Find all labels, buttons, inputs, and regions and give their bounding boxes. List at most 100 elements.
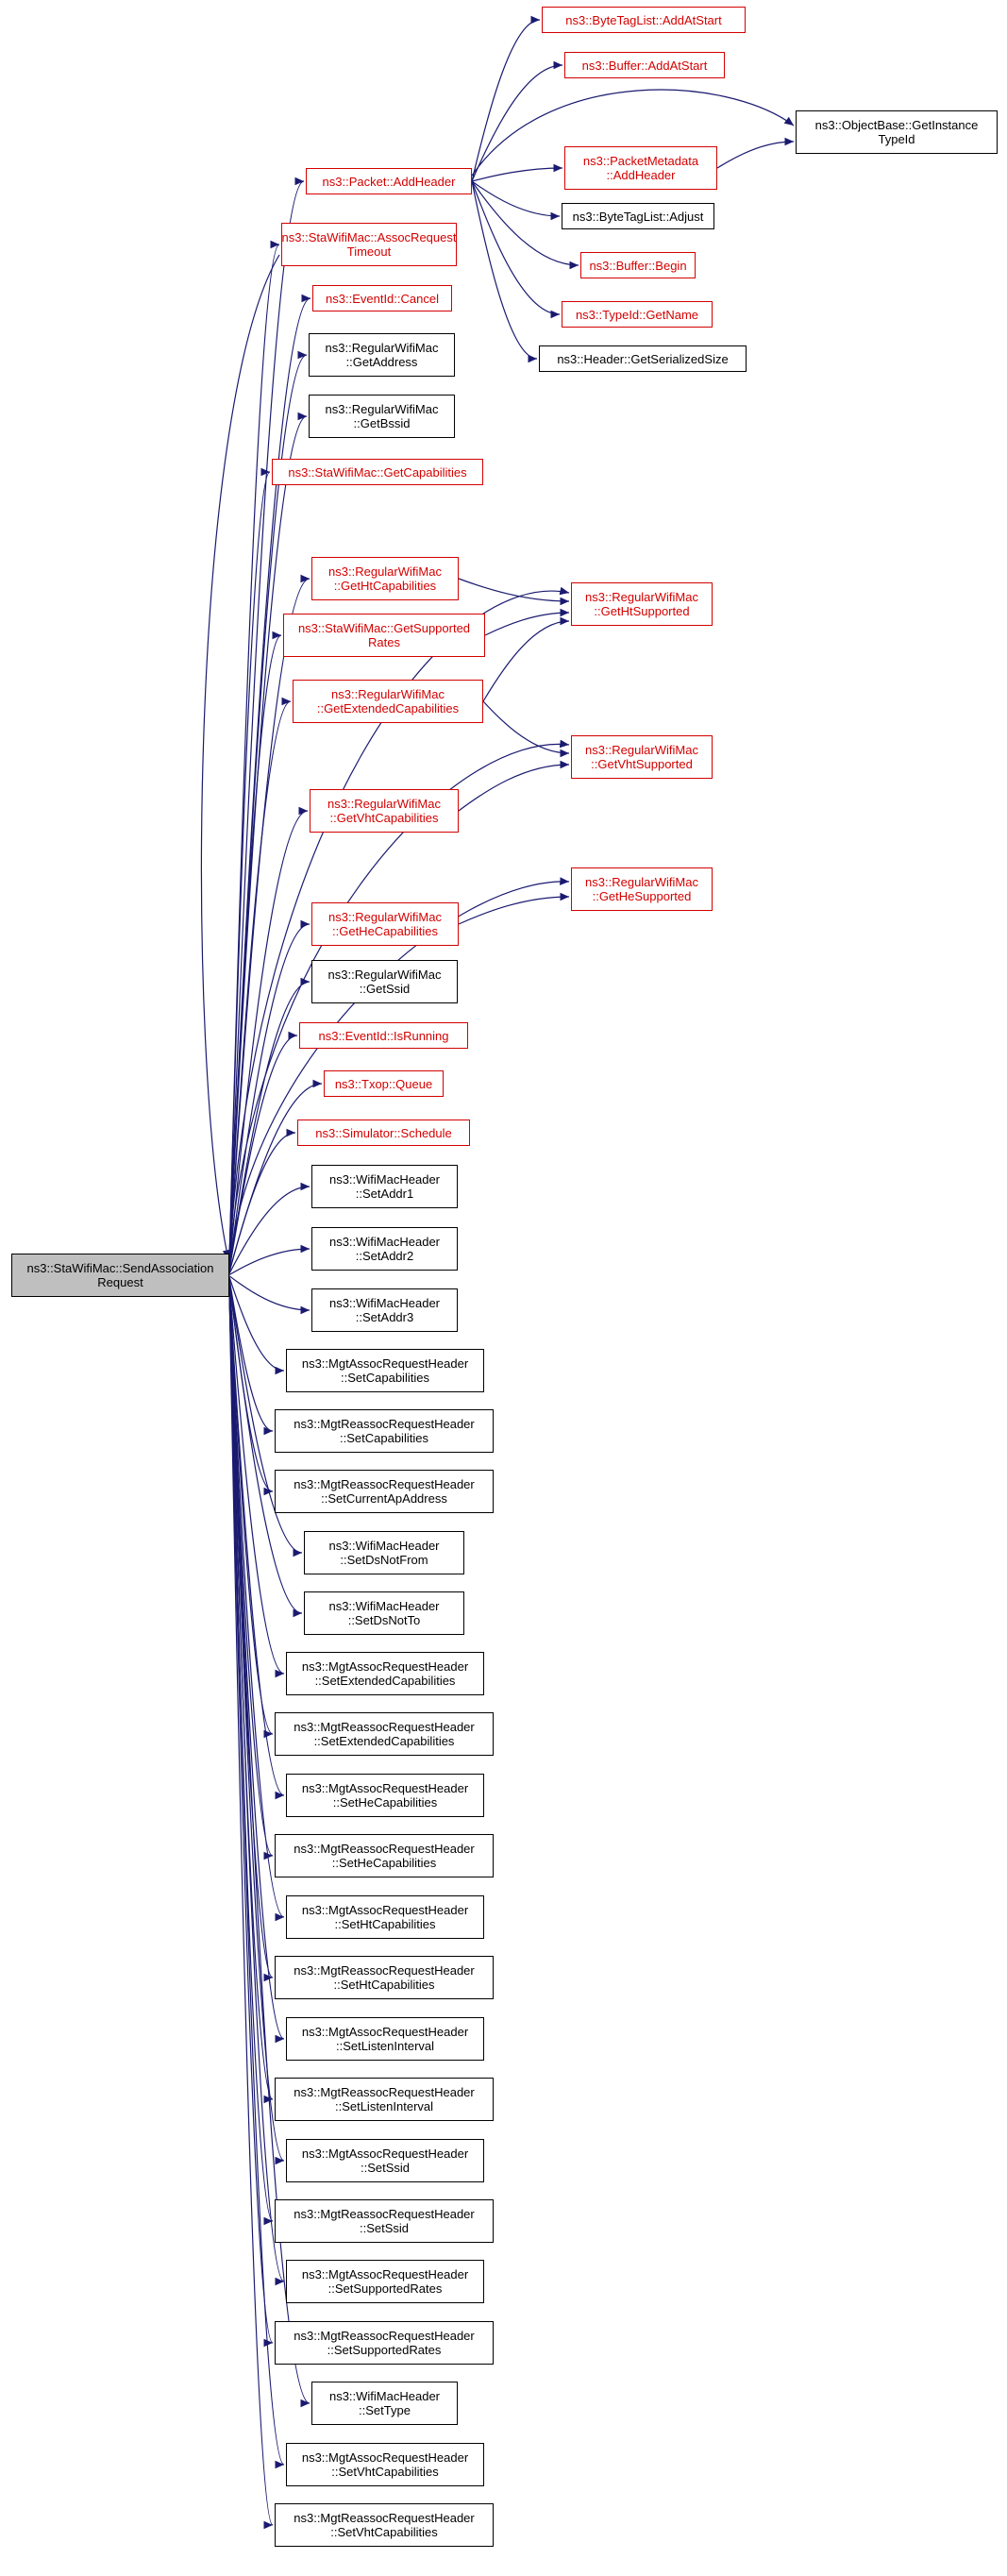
node-label: ::SetAddr1 [355, 1187, 414, 1201]
node-reassoc_set_vht_capabilities[interactable]: ns3::MgtReassocRequestHeader::SetVhtCapa… [275, 2503, 494, 2547]
node-typeid_get_name[interactable]: ns3::TypeId::GetName [562, 301, 713, 328]
node-label: Request [97, 1275, 143, 1289]
node-label: ns3::TypeId::GetName [575, 307, 699, 322]
edge-packetmetadata_add_header-objectbase_get_instance_type_id [716, 137, 795, 169]
node-label: ns3::StaWifiMac::SendAssociation [26, 1261, 214, 1275]
node-reassoc_set_he_capabilities[interactable]: ns3::MgtReassocRequestHeader::SetHeCapab… [275, 1834, 494, 1877]
node-label: ::AddHeader [606, 168, 676, 182]
node-assoc_set_supported_rates[interactable]: ns3::MgtAssocRequestHeader::SetSupported… [286, 2260, 484, 2303]
edge-get_extended_capabilities-get_vht_supported [482, 700, 570, 758]
edge-get_extended_capabilities-get_ht_supported [482, 616, 570, 702]
node-label: ns3::MgtReassocRequestHeader [294, 1477, 475, 1491]
node-set_ds_not_to[interactable]: ns3::WifiMacHeader::SetDsNotTo [304, 1591, 464, 1635]
node-label: ns3::RegularWifiMac [327, 797, 441, 811]
node-label: ::GetHtCapabilities [333, 579, 437, 593]
node-assoc_set_he_capabilities[interactable]: ns3::MgtAssocRequestHeader::SetHeCapabil… [286, 1774, 484, 1817]
node-label: ::SetSupportedRates [327, 2343, 442, 2357]
node-get_capabilities[interactable]: ns3::StaWifiMac::GetCapabilities [272, 459, 483, 485]
node-assoc_set_extended_capabilities[interactable]: ns3::MgtAssocRequestHeader::SetExtendedC… [286, 1652, 484, 1695]
edge-get_ht_capabilities-get_ht_supported [458, 578, 570, 606]
node-txop_queue[interactable]: ns3::Txop::Queue [324, 1070, 444, 1097]
node-buffer_begin[interactable]: ns3::Buffer::Begin [580, 252, 696, 278]
node-simulator_schedule[interactable]: ns3::Simulator::Schedule [297, 1120, 470, 1146]
node-assoc_set_listen_interval[interactable]: ns3::MgtAssocRequestHeader::SetListenInt… [286, 2017, 484, 2061]
node-label: ns3::Buffer::Begin [589, 258, 687, 273]
edge-packet_add_header-buffer_add_at_start [471, 60, 563, 182]
node-label: ns3::RegularWifiMac [331, 687, 445, 701]
node-label: ::SetVhtCapabilities [330, 2525, 438, 2539]
node-label: ::SetSupportedRates [327, 2281, 443, 2296]
node-reassoc_set_ssid[interactable]: ns3::MgtReassocRequestHeader::SetSsid [275, 2199, 494, 2243]
node-set_addr1[interactable]: ns3::WifiMacHeader::SetAddr1 [311, 1165, 458, 1208]
node-get_bssid[interactable]: ns3::RegularWifiMac::GetBssid [309, 395, 455, 438]
node-label: ::GetHeCapabilities [332, 924, 438, 938]
node-header_get_serialized_size[interactable]: ns3::Header::GetSerializedSize [539, 345, 747, 372]
node-get_ht_supported[interactable]: ns3::RegularWifiMac::GetHtSupported [571, 582, 713, 626]
node-reassoc_set_capabilities[interactable]: ns3::MgtReassocRequestHeader::SetCapabil… [275, 1409, 494, 1453]
node-label: ::SetDsNotFrom [340, 1553, 428, 1567]
edge-root-simulator_schedule [228, 1128, 296, 1273]
node-label: ns3::RegularWifiMac [328, 910, 442, 924]
node-get_he_capabilities[interactable]: ns3::RegularWifiMac::GetHeCapabilities [311, 902, 459, 946]
edge-root-assoc_set_capabilities [228, 1276, 285, 1375]
node-label: ns3::WifiMacHeader [328, 1235, 441, 1249]
node-reassoc_set_current_ap_address[interactable]: ns3::MgtReassocRequestHeader::SetCurrent… [275, 1470, 494, 1513]
node-label: ns3::MgtReassocRequestHeader [294, 2511, 475, 2525]
node-label: ::GetVhtCapabilities [329, 811, 439, 825]
edge-root-eventid_is_running [228, 1031, 298, 1271]
node-reassoc_set_supported_rates[interactable]: ns3::MgtReassocRequestHeader::SetSupport… [275, 2321, 494, 2365]
node-packetmetadata_add_header[interactable]: ns3::PacketMetadata::AddHeader [564, 146, 717, 190]
node-reassoc_set_listen_interval[interactable]: ns3::MgtReassocRequestHeader::SetListenI… [275, 2078, 494, 2121]
edge-root-get_extended_capabilities [228, 697, 292, 1266]
node-set_ds_not_from[interactable]: ns3::WifiMacHeader::SetDsNotFrom [304, 1531, 464, 1574]
node-bytetaglist_adjust[interactable]: ns3::ByteTagList::Adjust [562, 203, 714, 229]
node-label: ::SetCapabilities [340, 1431, 428, 1445]
node-label: ::SetHtCapabilities [334, 1917, 436, 1931]
node-reassoc_set_extended_capabilities[interactable]: ns3::MgtReassocRequestHeader::SetExtende… [275, 1712, 494, 1756]
edge-packet_add_header-bytetaglist_adjust [471, 180, 561, 221]
node-get_he_supported[interactable]: ns3::RegularWifiMac::GetHeSupported [571, 867, 713, 911]
node-bytetaglist_add_at_start[interactable]: ns3::ByteTagList::AddAtStart [542, 7, 746, 33]
node-label: ns3::MgtReassocRequestHeader [294, 2085, 475, 2099]
node-assoc_set_vht_capabilities[interactable]: ns3::MgtAssocRequestHeader::SetVhtCapabi… [286, 2443, 484, 2486]
node-reassoc_set_ht_capabilities[interactable]: ns3::MgtReassocRequestHeader::SetHtCapab… [275, 1956, 494, 1999]
node-assoc_set_capabilities[interactable]: ns3::MgtAssocRequestHeader::SetCapabilit… [286, 1349, 484, 1392]
node-get_vht_capabilities[interactable]: ns3::RegularWifiMac::GetVhtCapabilities [310, 789, 459, 833]
node-label: ns3::Packet::AddHeader [322, 174, 456, 189]
node-label: ::SetDsNotTo [347, 1613, 421, 1627]
node-label: ns3::WifiMacHeader [328, 1172, 441, 1187]
node-label: ns3::Buffer::AddAtStart [581, 58, 708, 73]
node-set_type[interactable]: ns3::WifiMacHeader::SetType [311, 2382, 458, 2425]
node-get_extended_capabilities[interactable]: ns3::RegularWifiMac::GetExtendedCapabili… [293, 680, 483, 723]
edge-root-get_he_capabilities [228, 919, 310, 1270]
node-get_vht_supported[interactable]: ns3::RegularWifiMac::GetVhtSupported [571, 735, 713, 779]
node-get_ht_capabilities[interactable]: ns3::RegularWifiMac::GetHtCapabilities [311, 557, 459, 600]
node-packet_add_header[interactable]: ns3::Packet::AddHeader [306, 168, 472, 194]
node-label: ns3::RegularWifiMac [325, 402, 439, 416]
node-buffer_add_at_start[interactable]: ns3::Buffer::AddAtStart [564, 52, 725, 78]
node-label: Rates [368, 635, 400, 649]
node-label: ns3::MgtAssocRequestHeader [301, 1781, 469, 1795]
node-label: ns3::Header::GetSerializedSize [557, 351, 729, 366]
node-get_address[interactable]: ns3::RegularWifiMac::GetAddress [309, 333, 455, 377]
node-label: ::SetType [359, 2403, 411, 2417]
edge-packet_add_header-typeid_get_name [471, 180, 561, 319]
node-eventid_cancel[interactable]: ns3::EventId::Cancel [312, 285, 452, 311]
edge-get_supported_rates-get_ht_supported [484, 608, 570, 636]
edge-packet_add_header-packetmetadata_add_header [471, 163, 563, 182]
node-set_addr3[interactable]: ns3::WifiMacHeader::SetAddr3 [311, 1288, 458, 1332]
edge-root-reassoc_set_extended_capabilities [228, 1283, 274, 1739]
node-set_addr2[interactable]: ns3::WifiMacHeader::SetAddr2 [311, 1227, 458, 1271]
node-label: ::GetHtSupported [594, 604, 690, 618]
node-assoc_set_ssid[interactable]: ns3::MgtAssocRequestHeader::SetSsid [286, 2139, 484, 2182]
edge-packet_add_header-header_get_serialized_size [471, 180, 538, 363]
node-label: ns3::Txop::Queue [334, 1076, 433, 1091]
node-label: ns3::MgtReassocRequestHeader [294, 1720, 475, 1734]
node-eventid_is_running[interactable]: ns3::EventId::IsRunning [299, 1022, 468, 1049]
node-label: ns3::MgtReassocRequestHeader [294, 2207, 475, 2221]
node-get_ssid[interactable]: ns3::RegularWifiMac::GetSsid [311, 960, 458, 1003]
node-assoc_set_ht_capabilities[interactable]: ns3::MgtAssocRequestHeader::SetHtCapabil… [286, 1895, 484, 1939]
